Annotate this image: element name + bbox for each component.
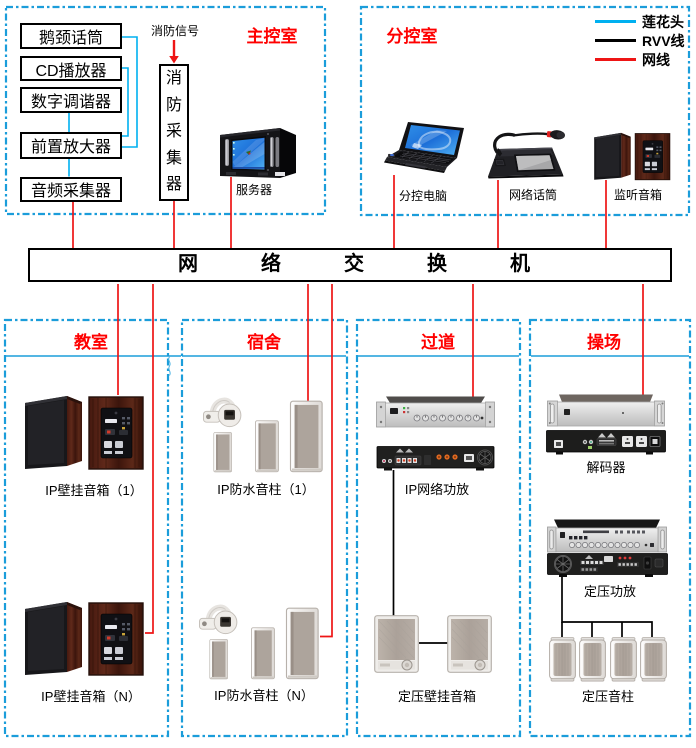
fire-signal-arrow <box>169 40 179 64</box>
cv-wall-speaker-left-image <box>374 615 419 673</box>
source-box-digital-tuner: 数字调谐器 <box>20 87 122 113</box>
cv-column-2-image <box>579 637 606 682</box>
network-mic-label: 网络话筒 <box>508 188 558 202</box>
legend-network-line <box>595 58 636 61</box>
gooseneck-mic-label: 鹅颈话筒 <box>38 30 103 47</box>
legend-rvv-label: RVV线 <box>642 32 685 49</box>
network-mic-image <box>484 128 567 181</box>
red-links <box>72 175 644 638</box>
ip-network-amp-front-image <box>376 396 495 428</box>
source-box-audio-collector: 音频采集器 <box>20 176 122 202</box>
sub-control-room-title: 分控室 <box>386 27 438 46</box>
server-label: 服务器 <box>235 183 273 197</box>
monitor-speaker-label: 监听音箱 <box>613 188 663 202</box>
corridor-title: 过道 <box>421 333 455 352</box>
ip-waterproof-column-1-label: IP防水音柱（1） <box>217 482 315 497</box>
region-main-control-border <box>4 5 327 216</box>
fire-signal-label: 消防信号 <box>150 24 200 38</box>
ip-network-amp-label: IP网络功放 <box>404 482 470 497</box>
region-sub-control-border <box>359 5 691 217</box>
cv-amp-label: 定压功放 <box>583 584 637 599</box>
border-break-squiggle <box>168 356 171 376</box>
main-control-room-title: 主控室 <box>246 27 298 46</box>
ip-waterproof-column-n-image <box>199 601 321 681</box>
source-box-gooseneck-mic: 鹅颈话筒 <box>20 23 122 49</box>
region-playground-border <box>528 318 692 738</box>
playground-title: 操场 <box>587 333 621 352</box>
fire-collector-box: 消 防 采 集 器 <box>159 64 189 201</box>
ip-wall-speaker-1-image <box>23 393 145 471</box>
audio-collector-label: 音频采集器 <box>30 183 111 201</box>
cv-column-4-image <box>640 637 667 682</box>
digital-tuner-label: 数字调谐器 <box>30 94 111 111</box>
fire-collector-label: 消 防 采 集 器 <box>165 70 182 194</box>
decoder-rear-image <box>546 430 666 455</box>
legend-rca-label: 莲花头 <box>642 13 684 30</box>
ip-wall-speaker-1-label: IP壁挂音箱（1） <box>45 483 143 498</box>
region-classroom-border <box>3 318 170 738</box>
cv-amp-rear-image <box>547 553 668 577</box>
cv-column-label: 定压音柱 <box>581 689 635 704</box>
source-box-cd-player: CD播放器 <box>20 56 122 81</box>
sub-computer-label: 分控电脑 <box>398 189 448 203</box>
laptop-image <box>381 121 469 176</box>
region-dorm-border <box>180 318 349 738</box>
cv-column-3-image <box>610 637 637 682</box>
server-image <box>218 126 298 179</box>
legend-rca-line <box>595 20 636 23</box>
network-switch-label: 网络交换机 <box>178 253 593 275</box>
cd-player-label: CD播放器 <box>35 62 107 80</box>
legend-network-label: 网线 <box>642 51 670 68</box>
cv-amp-front-image <box>547 519 667 553</box>
ip-wall-speaker-n-label: IP壁挂音箱（N） <box>41 689 141 704</box>
monitor-speaker-image <box>592 131 672 181</box>
legend-rvv-line <box>595 39 636 42</box>
ip-waterproof-column-1-image <box>203 394 325 474</box>
link-mic-preamp <box>122 36 138 148</box>
decoder-front-image <box>547 394 665 427</box>
ip-waterproof-column-n-label: IP防水音柱（N） <box>214 688 314 703</box>
preamplifier-label: 前置放大器 <box>30 139 111 157</box>
cv-wall-speaker-right-image <box>447 615 492 673</box>
cyan-links <box>68 36 138 177</box>
classroom-title: 教室 <box>74 333 108 352</box>
decoder-label: 解码器 <box>586 460 626 475</box>
ip-network-amp-rear-image <box>376 446 495 471</box>
region-corridor-border <box>355 318 522 738</box>
cv-column-1-image <box>549 637 576 682</box>
ip-wall-speaker-n-image <box>23 599 145 677</box>
source-box-preamplifier: 前置放大器 <box>20 132 122 159</box>
link-cd-preamp <box>122 67 129 137</box>
cv-wall-speaker-label: 定压壁挂音箱 <box>397 689 477 704</box>
black-links <box>392 470 653 644</box>
network-switch-bar <box>28 248 672 282</box>
dorm-title: 宿舍 <box>247 333 281 352</box>
